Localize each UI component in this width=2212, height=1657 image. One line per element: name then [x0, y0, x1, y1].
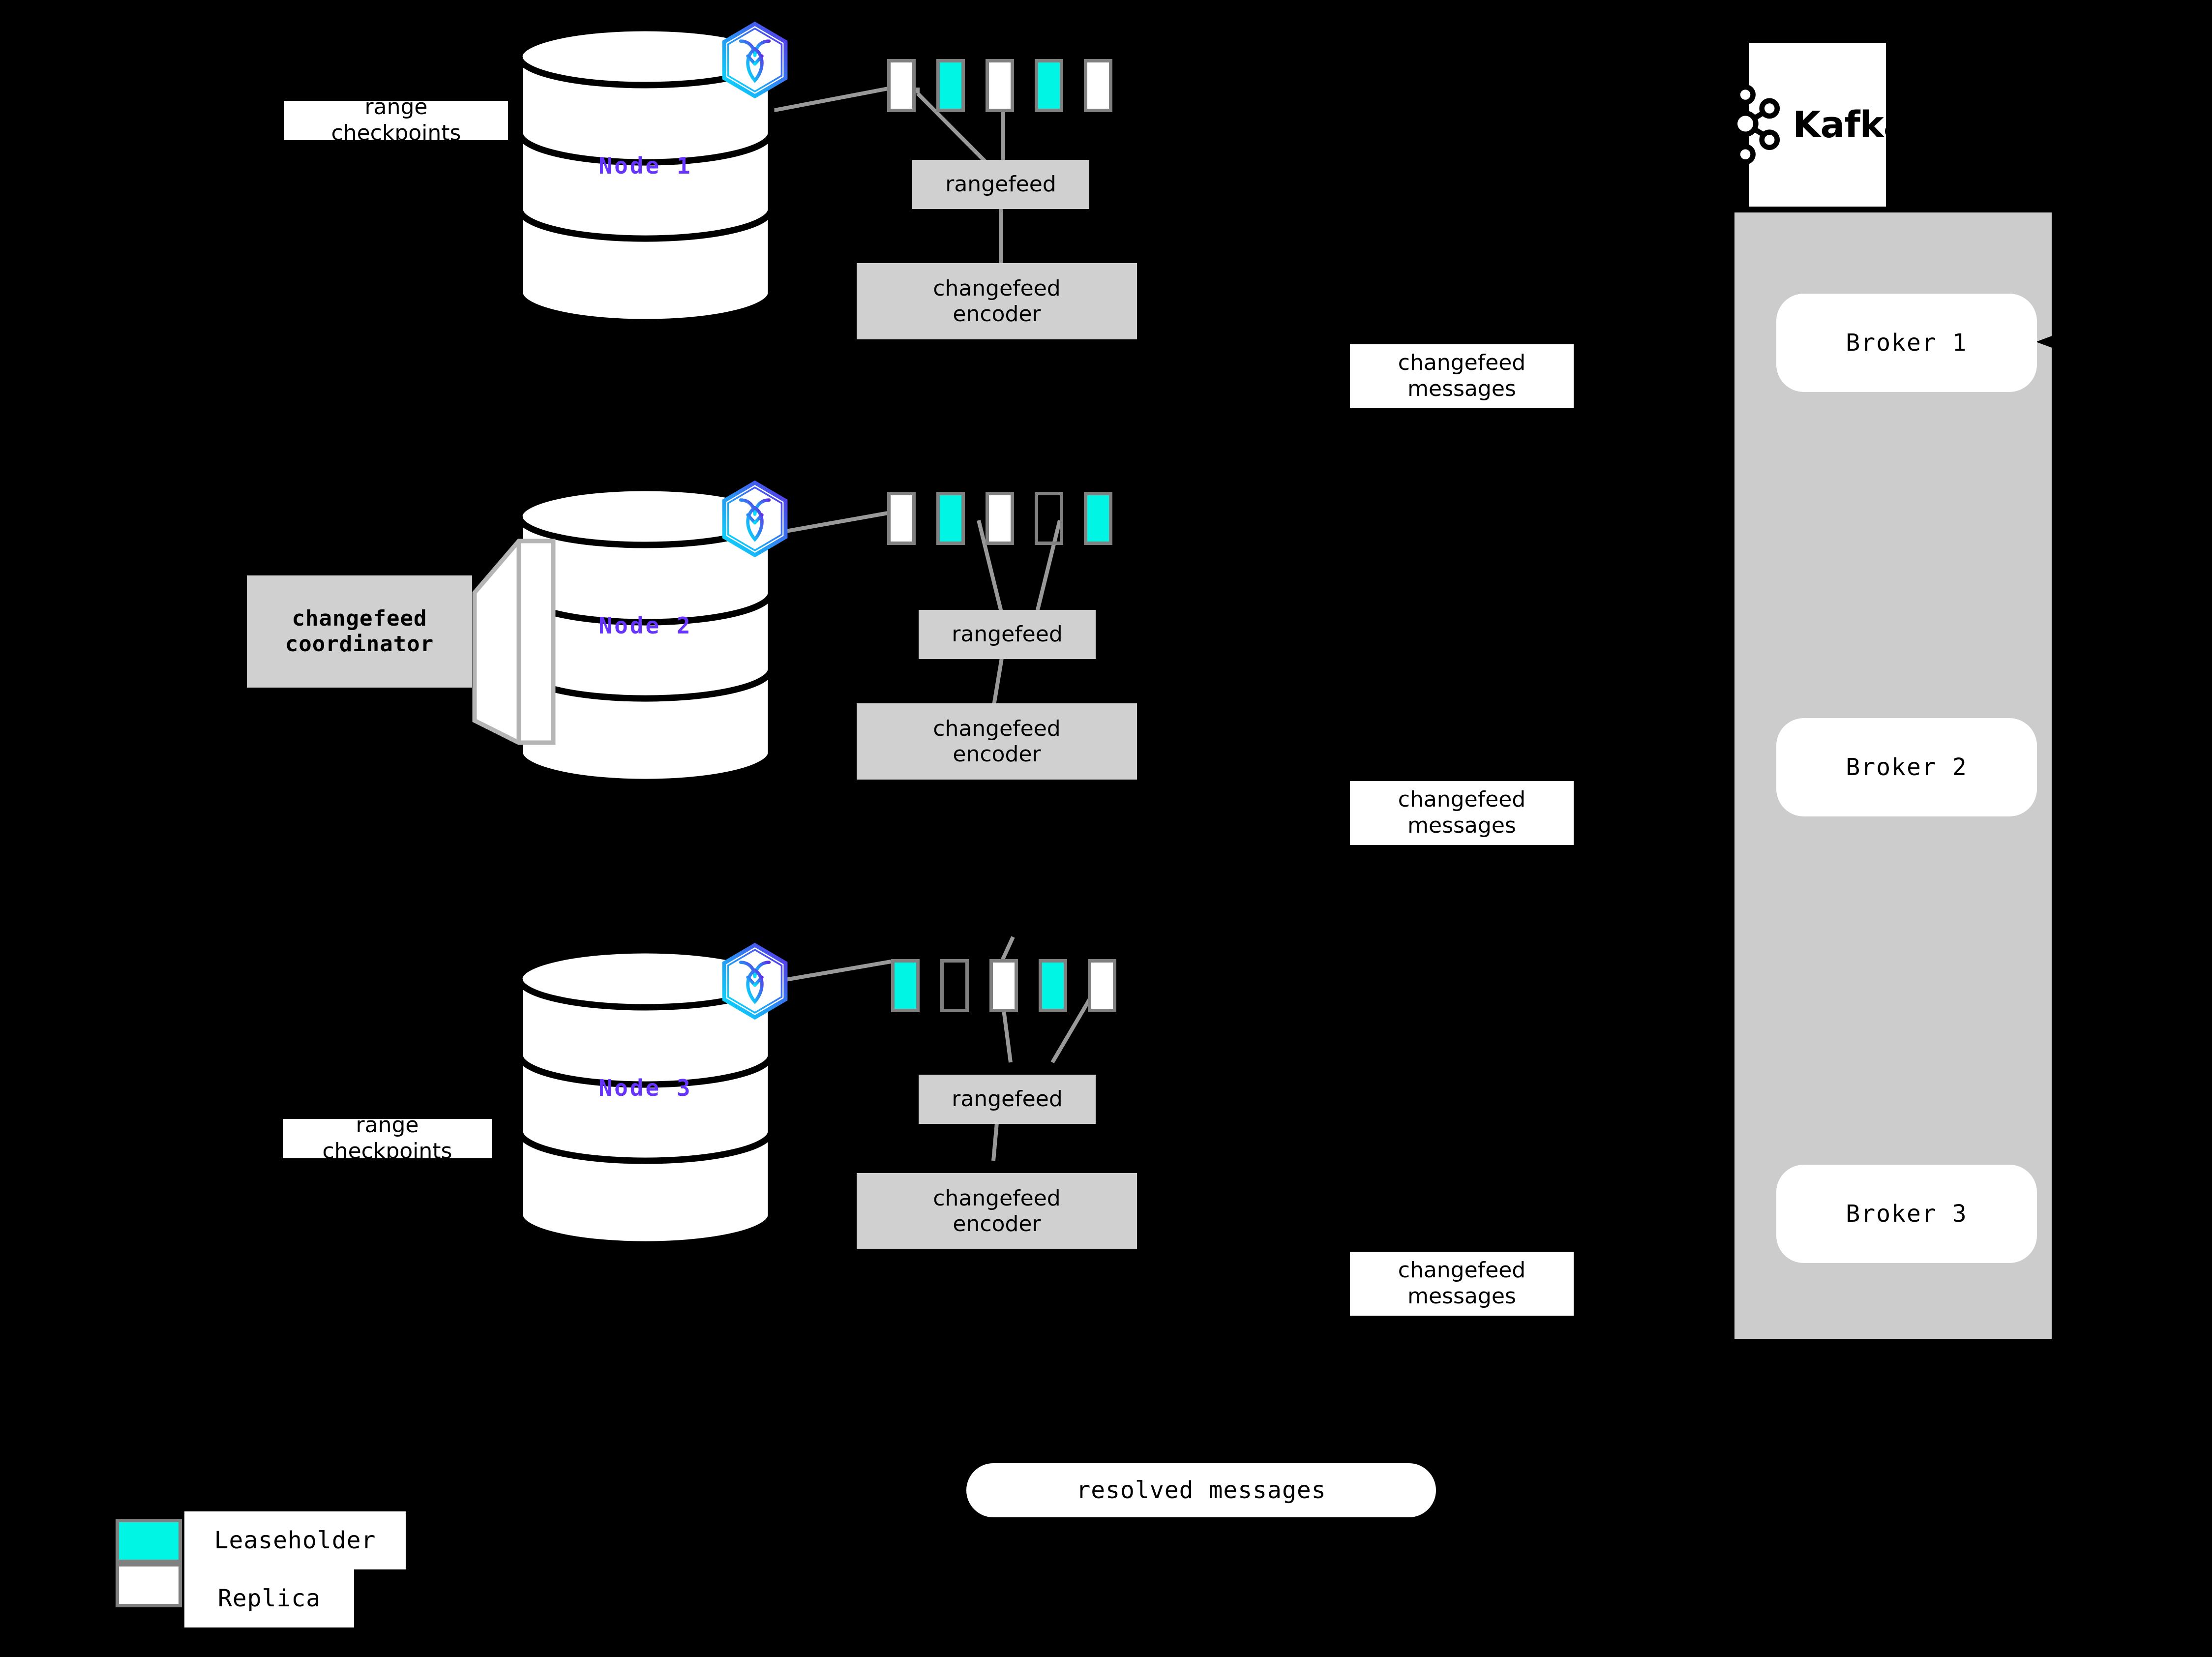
cockroachdb-hexagon-icon	[716, 480, 794, 558]
legend-label-leaseholder: Leaseholder	[184, 1511, 406, 1569]
resolved-messages-pill: resolved messages	[966, 1463, 1436, 1517]
node-3-range-2	[940, 959, 969, 1012]
changefeed-coordinator-text: changefeed coordinator	[285, 606, 434, 657]
node-1-range-3	[986, 59, 1014, 112]
node-1-range-checkpoints-label: range checkpoints	[284, 94, 508, 146]
node-1-rangefeed-box: rangefeed	[912, 160, 1089, 209]
kafka-inbound-arrowhead	[2036, 331, 2066, 353]
broker-1-label: Broker 1	[1846, 329, 1968, 357]
node-1-range-5	[1084, 59, 1112, 112]
resolved-messages-label: resolved messages	[1076, 1476, 1326, 1504]
node-3-rangefeed-box: rangefeed	[919, 1075, 1096, 1124]
node-1-cylinder: Node 1	[514, 27, 777, 322]
cockroachdb-hexagon-icon	[716, 21, 794, 99]
changefeed-coordinator-banner	[470, 536, 558, 750]
node-3-label: Node 3	[598, 1075, 692, 1101]
cockroachdb-hexagon-icon	[716, 942, 794, 1021]
changefeed-messages-label-2: changefeed messages	[1350, 781, 1574, 845]
broker-2[interactable]: Broker 2	[1776, 718, 2037, 816]
node-1-range-checkpoints-text: range checkpoints	[331, 94, 461, 146]
node-1-label: Node 1	[598, 152, 692, 179]
node-3-range-3	[989, 959, 1018, 1012]
node-3-encoder-text: changefeed encoder	[933, 1185, 1061, 1236]
broker-1[interactable]: Broker 1	[1776, 294, 2037, 392]
node-1-changefeed-encoder-box: changefeed encoder	[857, 263, 1137, 339]
node-3-range-checkpoints-text: range checkpoints	[322, 1113, 452, 1164]
node-2-rangefeed-box: rangefeed	[919, 610, 1096, 659]
changefeed-messages-text-3: changefeed messages	[1398, 1258, 1526, 1309]
node-1-range-2	[936, 59, 965, 112]
node-2-range-3	[986, 492, 1014, 545]
changefeed-messages-label-1: changefeed messages	[1350, 344, 1574, 408]
legend-label-replica: Replica	[184, 1569, 354, 1627]
node-3-range-checkpoints-label: range checkpoints	[283, 1113, 492, 1164]
changefeed-messages-text-1: changefeed messages	[1398, 350, 1526, 401]
node-2-encoder-text: changefeed encoder	[933, 716, 1061, 767]
node-3-range-5	[1088, 959, 1116, 1012]
node-1-range-4	[1035, 59, 1063, 112]
legend-swatch-leaseholder	[116, 1519, 182, 1563]
node-2-range-5	[1084, 492, 1112, 545]
kafka-logo-icon	[1728, 83, 1786, 166]
node-3-cylinder: Node 3	[514, 949, 777, 1244]
kafka-wordmark: Kafka	[1793, 103, 1908, 146]
node-3-changefeed-encoder-box: changefeed encoder	[857, 1173, 1137, 1249]
changefeed-messages-label-3: changefeed messages	[1350, 1252, 1574, 1316]
node-1-encoder-text: changefeed encoder	[933, 275, 1061, 327]
node-2-label: Node 2	[598, 612, 692, 639]
node-3-range-1	[891, 959, 920, 1012]
node-2-range-1	[887, 492, 916, 545]
node-2-range-2	[936, 492, 965, 545]
node-2-changefeed-encoder-box: changefeed encoder	[857, 703, 1137, 780]
changefeed-coordinator-box: changefeed coordinator	[247, 575, 472, 688]
broker-3[interactable]: Broker 3	[1776, 1165, 2037, 1263]
changefeed-messages-text-2: changefeed messages	[1398, 787, 1526, 838]
node-3-range-4	[1039, 959, 1067, 1012]
broker-2-label: Broker 2	[1846, 753, 1968, 781]
kafka-logo-card: Kafka	[1732, 43, 1908, 207]
legend-swatch-replica	[116, 1563, 182, 1607]
node-2-range-4	[1035, 492, 1063, 545]
node-1-range-1	[887, 59, 916, 112]
broker-3-label: Broker 3	[1846, 1200, 1968, 1228]
